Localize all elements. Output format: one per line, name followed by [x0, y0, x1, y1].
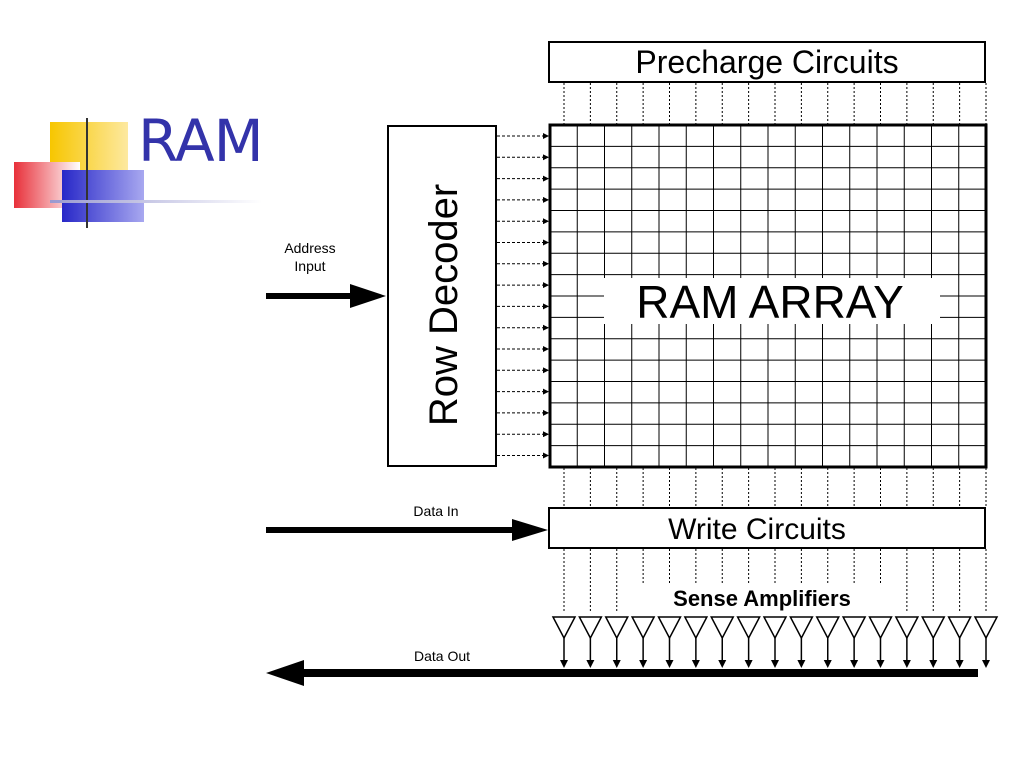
amplifier-output-arrow: [560, 660, 568, 668]
sense-amplifier: [947, 616, 972, 640]
sense-amplifier: [630, 616, 656, 640]
sense-amplifier: [683, 616, 709, 640]
sense-amplifier-triangles: [551, 616, 999, 668]
sense-amplifier: [551, 616, 577, 640]
data-out-arrow-head: [266, 660, 304, 686]
data-in-arrow-head: [512, 519, 548, 541]
array-to-write-connectors: [563, 468, 987, 507]
amplifier-output-arrow: [718, 660, 727, 668]
ram-array-label-bg: [604, 278, 940, 324]
amplifier-output-arrow: [955, 660, 964, 668]
title-underline: [50, 200, 262, 203]
address-input-arrow-head: [350, 284, 386, 308]
amplifier-output-arrow: [797, 660, 806, 668]
amplifier-output-arrow: [823, 660, 832, 668]
amplifier-output-arrow: [665, 660, 674, 668]
row-decoder-box: [387, 125, 497, 467]
sense-amplifier: [578, 616, 603, 640]
amplifier-output-arrow: [850, 660, 859, 668]
amplifier-output-arrow: [902, 660, 911, 668]
data-in-label: Data In: [413, 503, 458, 519]
address-input-label-line1: Address: [284, 240, 335, 256]
sense-amplifier: [789, 616, 814, 640]
sense-amplifier: [815, 616, 840, 640]
address-input-label-line2: Input: [294, 258, 325, 274]
sense-amplifier: [604, 616, 629, 640]
amplifier-output-arrow: [691, 660, 700, 668]
amplifier-output-arrow: [586, 660, 595, 668]
ram-array-label: RAM ARRAY: [636, 276, 904, 328]
sense-amplifiers-label-bg: [640, 584, 884, 612]
amplifier-output-arrow: [639, 660, 648, 668]
amplifier-output-arrow: [771, 660, 779, 668]
amplifier-output-arrow: [929, 660, 938, 668]
amplifier-output-arrow: [876, 660, 885, 668]
row-select-lines: [497, 133, 549, 459]
sense-amplifier: [973, 616, 999, 640]
row-decoder-label: Row Decoder: [422, 184, 466, 426]
sense-amplifier: [736, 616, 761, 640]
sense-amplifier: [762, 616, 788, 640]
sense-amplifier: [868, 616, 893, 640]
amplifier-output-arrow: [744, 660, 753, 668]
data-out-label: Data Out: [414, 648, 470, 664]
slide-title: RAM: [138, 107, 264, 175]
precharge-circuits-box: [548, 41, 986, 83]
sense-amplifier: [894, 616, 920, 640]
write-circuits-label: Write Circuits: [668, 513, 846, 546]
title-logo: [14, 118, 144, 228]
sense-amplifier: [841, 616, 867, 640]
sense-amplifier: [657, 616, 682, 640]
precharge-circuits-label: Precharge Circuits: [635, 44, 898, 80]
sense-amplifiers-label: Sense Amplifiers: [673, 586, 851, 611]
logo-blue-square: [62, 170, 144, 222]
sense-amplifier: [710, 616, 735, 640]
write-circuits-box: [548, 507, 986, 549]
amplifier-output-arrow: [982, 660, 990, 668]
precharge-connectors: [563, 83, 987, 124]
amplifier-output-arrow: [612, 660, 621, 668]
sense-amplifier: [921, 616, 946, 640]
